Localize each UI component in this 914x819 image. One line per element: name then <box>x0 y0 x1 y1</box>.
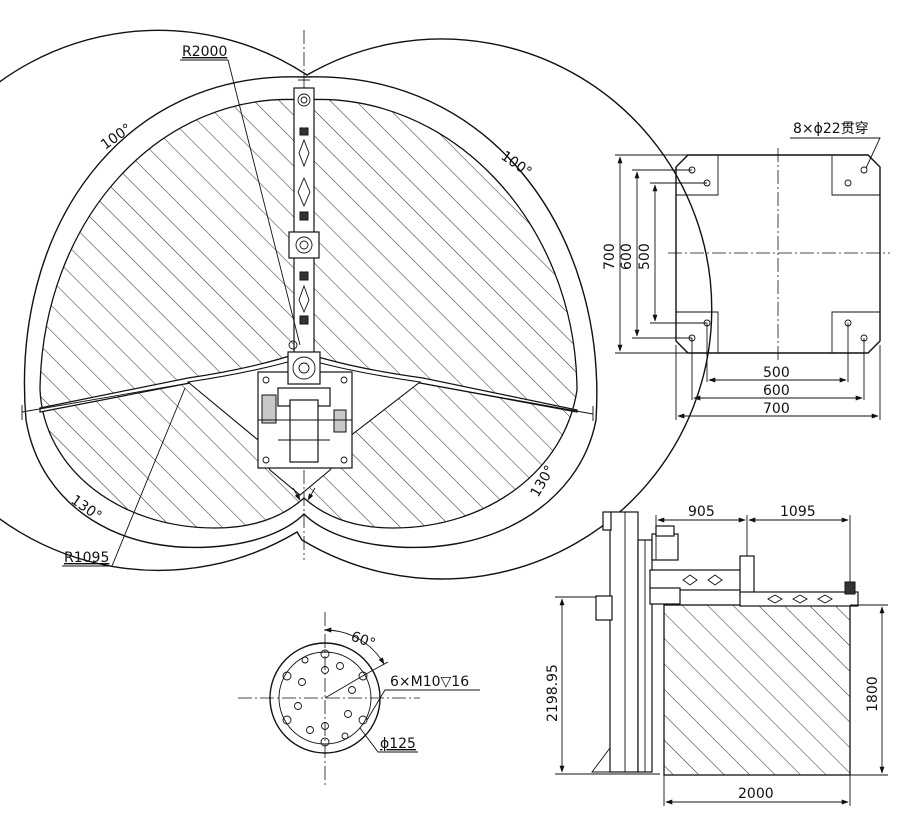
label-height-total: 2198.95 <box>545 664 561 722</box>
label-angle-upper-left: 100° <box>98 121 135 153</box>
label-plate-v-600: 600 <box>619 243 635 270</box>
label-r1095: R1095 <box>64 550 109 566</box>
label-plate-h-600: 600 <box>763 383 790 399</box>
separator-left <box>21 382 191 413</box>
top-view: R2000 R1095 100° 100° 130° 130° <box>0 29 713 580</box>
robot-arm-top <box>288 87 320 361</box>
side-column <box>609 511 639 773</box>
separator-right <box>419 382 594 415</box>
label-work-height: 1800 <box>865 676 881 712</box>
label-hole-note: 8×ϕ22贯穿 <box>793 121 869 137</box>
r1095-leader <box>62 387 186 567</box>
label-plate-h-500: 500 <box>763 365 790 381</box>
side-arm-2 <box>739 591 859 607</box>
side-work-area <box>663 604 851 776</box>
r2000-leader <box>180 59 301 346</box>
label-plate-h-700: 700 <box>763 401 790 417</box>
side-view: 905 1095 2198.95 1800 2000 <box>545 504 888 806</box>
label-work-width: 2000 <box>738 786 774 802</box>
label-arm-1095: 1095 <box>780 504 816 520</box>
envelope-outer-outline <box>0 29 713 580</box>
label-plate-v-700: 700 <box>602 243 618 270</box>
label-r2000: R2000 <box>182 44 227 60</box>
label-flange-angle: 60° <box>349 629 378 653</box>
label-plate-v-500: 500 <box>637 243 653 270</box>
side-arm-1 <box>649 569 751 591</box>
base-plate-view: 700 600 500 500 600 700 8×ϕ22贯穿 <box>602 121 890 420</box>
robot-base-top <box>257 351 353 469</box>
label-arm-905: 905 <box>688 504 715 520</box>
label-flange-thread: 6×M10▽16 <box>390 674 469 690</box>
label-angle-lower-left: 130° <box>68 492 105 524</box>
label-angle-upper-right: 100° <box>498 148 535 180</box>
flange-view: 60° 6×M10▽16 ϕ125 <box>238 612 480 788</box>
label-flange-diameter: ϕ125 <box>380 736 416 752</box>
